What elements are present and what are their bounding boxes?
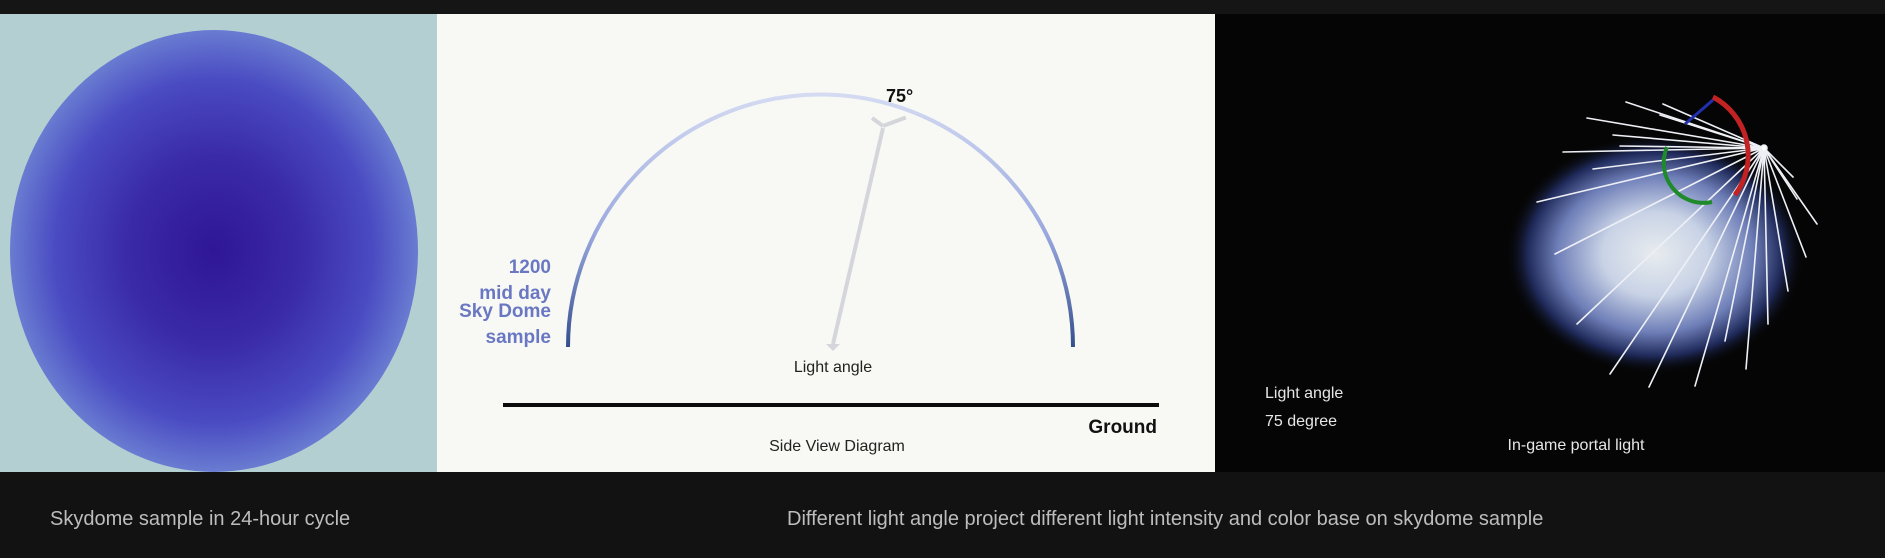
light-ray [1763,147,1807,258]
light-ray [1612,134,1765,149]
light-ray [1554,147,1765,255]
sample-label-line1: Sky Dome [459,301,551,322]
light-ray [1648,147,1765,388]
light-ray [1562,147,1765,153]
light-ray [1536,147,1765,203]
light-ray [1745,147,1765,370]
skydome-sample-panel [0,14,437,472]
light-ray [1724,147,1765,342]
sample-label-line2: sample [486,327,551,348]
light-source-point [1760,144,1768,152]
diagram-canvas: 75° 1200 mid day Sky Dome sample Light a… [459,86,1159,455]
light-source-icon [1536,101,1818,388]
ground-label: Ground [1088,417,1157,438]
angle-label: 75° [886,86,913,106]
diagram-caption: Side View Diagram [769,438,905,455]
time-label: 1200 [509,257,551,278]
time-sub-label: mid day [479,283,551,304]
portal-light-panel: Light angle 75 degree In-game portal lig… [1215,14,1885,472]
light-ray [1763,147,1769,325]
light-ray [1586,117,1765,149]
light-ray [1619,145,1765,149]
light-arrow-icon [826,115,907,351]
top-bar [0,0,1885,14]
light-ray [1763,147,1789,292]
light-ray [1763,147,1794,178]
gizmo-arc-icon [1661,94,1751,205]
light-ray [1763,147,1798,200]
side-view-diagram-panel: 75° 1200 mid day Sky Dome sample Light a… [437,14,1215,472]
skydome-sample-image [10,30,418,472]
portal-angle-label-line1: Light angle [1265,385,1343,402]
caption-right: Different light angle project different … [787,508,1544,530]
portal-canvas: Light angle 75 degree In-game portal lig… [1265,94,1818,454]
light-angle-label: Light angle [794,359,872,376]
skydome-arc [566,92,1075,348]
portal-angle-label-line2: 75 degree [1265,413,1337,430]
portal-caption: In-game portal light [1508,437,1646,454]
caption-left: Skydome sample in 24-hour cycle [50,508,351,530]
light-ray [1694,147,1765,387]
light-ray [1576,147,1765,325]
light-ray [1592,147,1765,170]
